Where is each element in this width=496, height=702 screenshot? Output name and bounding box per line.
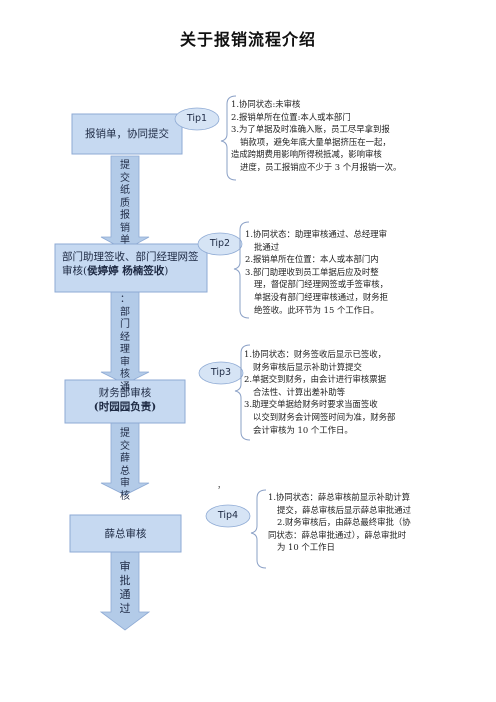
arrow-label-2: ：部门经理审核通 — [120, 294, 130, 393]
tip-ellipse-3 — [198, 361, 244, 385]
assignee-names: 侯婷婷 杨楠签收 — [87, 265, 165, 277]
stray-mark: ， — [217, 481, 227, 491]
step-box-3 — [64, 379, 186, 424]
arrow-label-4: 审批通过 — [119, 560, 131, 615]
arrow-label-1: 提交纸质报销单 — [120, 160, 130, 246]
bracket-4 — [250, 489, 267, 569]
note-1: 1.协同状态:未审核 2.报销单所在位置:本人或本部门 3.为了单据及时准确入账… — [231, 99, 402, 172]
tip-ellipse-2 — [197, 232, 243, 256]
tip-ellipse-1 — [174, 107, 220, 131]
tip-label-1: Tip1 — [186, 113, 208, 124]
step-label-1: 报销单，协同提交 — [85, 128, 169, 140]
note-2: 1.协同状态：助理审核通过、总经理审 批通过 2.报销单所在位置：本人或本部门内… — [245, 229, 388, 315]
note-3: 1.协同状态：财务签收后显示已签收， 财务审核后显示补助计算提交 2.单据交到财… — [244, 349, 396, 435]
step-box-4 — [69, 514, 182, 553]
page-title: 关于报销流程介绍 — [179, 30, 316, 49]
step-label-3-owner: (时园园负责) — [93, 401, 157, 413]
step-label-3-line1: 财务部审核 — [98, 387, 152, 399]
step-label-2-line2: 审核(侯婷婷 杨楠签收) — [62, 265, 169, 277]
down-arrow-3 — [100, 419, 150, 496]
arrow-label-3: 提交薛总审核 — [120, 428, 130, 502]
down-arrow-4 — [99, 549, 151, 631]
step-box-2 — [54, 243, 208, 293]
note-4: 1.协同状态：薛总审核前显示补助计算 提交，薛总审核后显示薛总审批通过 2.财务… — [268, 492, 411, 553]
tip-label-4: Tip4 — [217, 510, 239, 521]
tip-label-2: Tip2 — [209, 238, 231, 249]
bracket-3 — [234, 344, 251, 441]
bracket-1 — [220, 95, 237, 181]
step-label-2-line1: 部门助理签收、部门经理网签 — [62, 251, 199, 263]
step-label-4: 薛总审核 — [104, 528, 147, 540]
tip-label-3: Tip3 — [210, 367, 232, 378]
step-label-3: 财务部审核 (时园园负责) — [65, 386, 185, 414]
tip-ellipse-4 — [205, 504, 251, 528]
down-arrow-2 — [100, 287, 150, 385]
step-box-1 — [71, 113, 183, 155]
step-label-2: 部门助理签收、部门经理网签 审核(侯婷婷 杨楠签收) — [62, 250, 212, 278]
bracket-2 — [233, 221, 250, 319]
